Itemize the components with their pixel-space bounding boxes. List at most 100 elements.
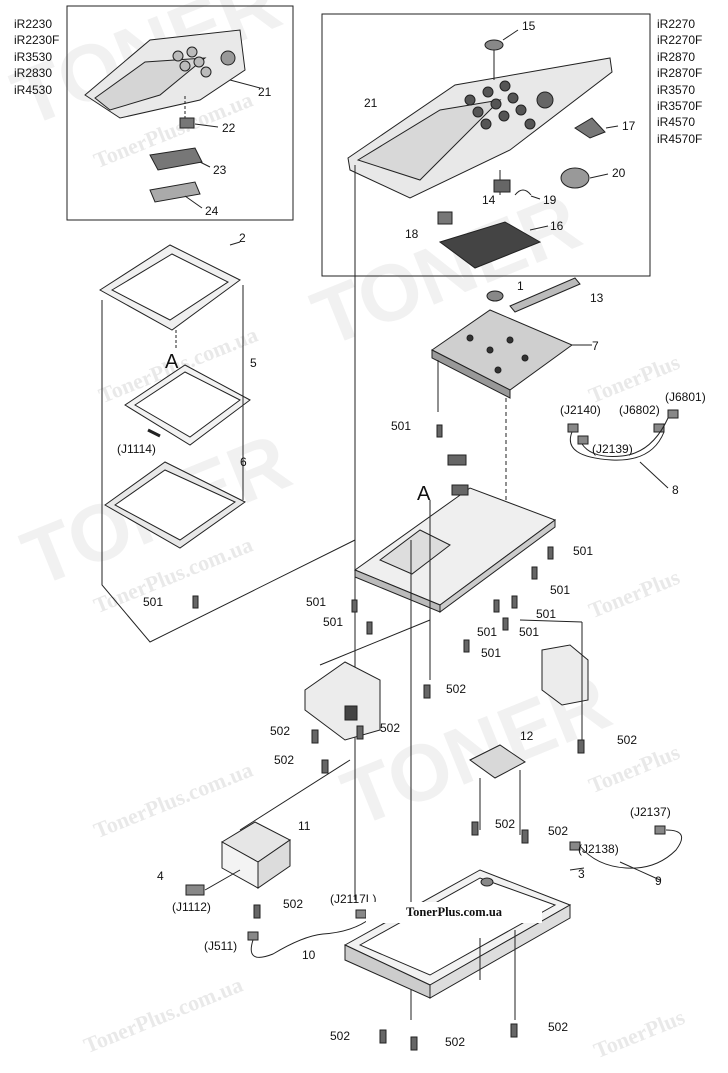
dial-20 bbox=[560, 167, 609, 189]
inset-box-right bbox=[321, 13, 651, 277]
part-label: 2 bbox=[239, 231, 246, 245]
connector-label: (J1114) bbox=[117, 442, 156, 456]
part-label: 7 bbox=[592, 339, 599, 353]
part-label: 6 bbox=[240, 455, 247, 469]
screw-label: 502 bbox=[446, 682, 467, 696]
model-name: iR2270 bbox=[657, 17, 696, 31]
model-name: iR2270F bbox=[657, 33, 703, 48]
part-label: 16 bbox=[550, 219, 564, 233]
base-cover-3 bbox=[343, 867, 585, 999]
screw-label: 501 bbox=[391, 419, 412, 433]
connector-label: (J1112) bbox=[172, 900, 211, 914]
knob-1 bbox=[486, 290, 504, 302]
operation-panel-small bbox=[84, 29, 261, 119]
bar-13 bbox=[509, 277, 581, 313]
model-name: iR4570 bbox=[657, 115, 696, 130]
inset-box-left bbox=[66, 5, 294, 221]
part-label: 24 bbox=[205, 204, 219, 218]
screw-501 bbox=[192, 424, 554, 653]
part-label: 21 bbox=[364, 96, 378, 110]
screw-label: 501 bbox=[323, 615, 344, 629]
site-banner: TonerPlus.com.ua bbox=[366, 902, 542, 923]
part-label: 22 bbox=[222, 121, 236, 135]
connector-label: (J2140) bbox=[560, 403, 601, 417]
operation-panel-large bbox=[347, 57, 613, 199]
screw-label: 501 bbox=[536, 607, 557, 621]
screw-label: 502 bbox=[283, 897, 304, 911]
connector-label: (J2137) bbox=[630, 805, 671, 819]
screw-label: 502 bbox=[548, 824, 569, 838]
connector-label: (J2117L) bbox=[330, 892, 377, 906]
reference-mark: A bbox=[165, 351, 179, 373]
part-label: 8 bbox=[672, 483, 679, 497]
screw-label: 502 bbox=[274, 753, 295, 767]
screw-label: 501 bbox=[477, 625, 498, 639]
part-label: 4 bbox=[157, 869, 164, 883]
screw-label: 502 bbox=[270, 724, 291, 738]
chassis-frame bbox=[353, 454, 557, 613]
model-name: iR3570 bbox=[657, 82, 696, 97]
connector-label: (J6801) bbox=[665, 390, 706, 404]
lcd-holder-6 bbox=[104, 461, 246, 549]
model-name: iR2230F bbox=[14, 33, 60, 48]
bracket-right bbox=[541, 644, 589, 706]
model-list-right: iR2270 iR2270F iR2870 iR2870F iR3570 iR3… bbox=[657, 16, 702, 147]
connector-label: (J511) bbox=[204, 939, 238, 953]
board-12 bbox=[469, 744, 526, 835]
screw-label: 502 bbox=[617, 733, 638, 747]
screw-label: 502 bbox=[330, 1029, 351, 1043]
lcd-panel-5 bbox=[124, 364, 251, 446]
harness-10 bbox=[247, 909, 372, 958]
part-label: 21 bbox=[258, 85, 272, 99]
button-cap-15 bbox=[484, 29, 519, 80]
connector-label: (J6802) bbox=[619, 403, 660, 417]
part-label: 12 bbox=[520, 729, 534, 743]
part-label: 19 bbox=[543, 193, 557, 207]
part-label: 20 bbox=[612, 166, 626, 180]
model-name: iR3530 bbox=[14, 49, 53, 64]
model-name: iR2830 bbox=[14, 66, 53, 81]
part-label: 9 bbox=[655, 874, 662, 888]
part-label: 15 bbox=[522, 19, 536, 33]
model-name: iR2230 bbox=[14, 17, 53, 31]
part-label: 5 bbox=[250, 356, 257, 370]
model-list-left: iR2230 iR2230F iR3530 iR2830 iR4530 bbox=[14, 16, 59, 98]
part-label: 14 bbox=[482, 193, 496, 207]
keys-part-24 bbox=[149, 181, 203, 209]
box-11 bbox=[185, 821, 291, 896]
part-label: 18 bbox=[405, 227, 419, 241]
model-name: iR2870F bbox=[657, 66, 703, 81]
model-name: iR3570F bbox=[657, 99, 703, 114]
switch-part-22 bbox=[179, 96, 219, 129]
screw-label: 502 bbox=[495, 817, 516, 831]
part-18 bbox=[437, 211, 453, 225]
screw-label: 502 bbox=[445, 1035, 466, 1049]
control-board-7 bbox=[431, 309, 592, 540]
model-name: iR2870 bbox=[657, 49, 696, 64]
part-label: 13 bbox=[590, 291, 604, 305]
connector-label: (J2139) bbox=[592, 442, 633, 456]
screw-label: 501 bbox=[573, 544, 594, 558]
part-label: 1 bbox=[517, 279, 524, 293]
lcd-frame-2 bbox=[99, 241, 241, 350]
screw-label: 502 bbox=[380, 721, 401, 735]
screw-label: 501 bbox=[306, 595, 327, 609]
part-label: 3 bbox=[578, 867, 585, 881]
connector-label: (J2138) bbox=[578, 842, 619, 856]
screw-label: 501 bbox=[519, 625, 540, 639]
part-17 bbox=[574, 117, 619, 139]
part-label: 23 bbox=[213, 163, 227, 177]
model-name: iR4570F bbox=[657, 131, 703, 146]
screw-label: 501 bbox=[143, 595, 164, 609]
harness-8 bbox=[567, 409, 679, 489]
keys-part-23 bbox=[149, 147, 211, 171]
screw-502 bbox=[253, 684, 585, 1051]
bracket-left bbox=[304, 661, 381, 741]
harness-9 bbox=[569, 825, 683, 881]
model-name: iR4530 bbox=[14, 82, 53, 97]
part-14 bbox=[493, 179, 511, 193]
screw-label: 501 bbox=[481, 646, 502, 660]
keypad-16 bbox=[438, 221, 549, 269]
part-label: 10 bbox=[302, 948, 316, 962]
